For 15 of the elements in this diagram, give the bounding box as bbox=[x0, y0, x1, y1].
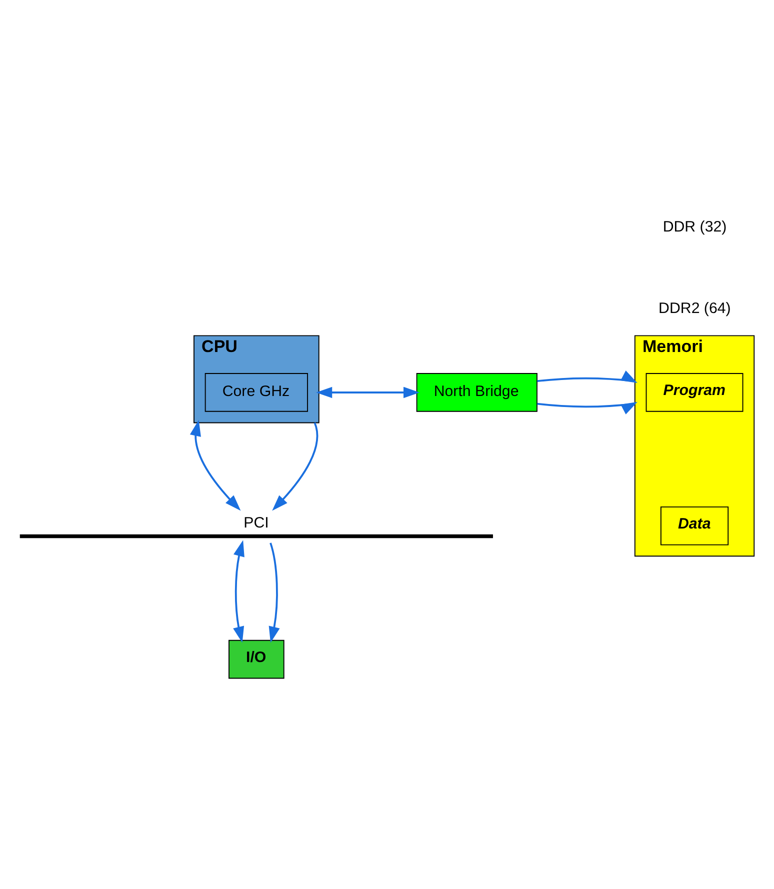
arrow bbox=[190, 420, 241, 511]
arrow bbox=[233, 540, 244, 643]
arrow bbox=[537, 402, 638, 414]
arrow bbox=[268, 542, 280, 643]
node-box: North Bridge bbox=[416, 373, 538, 412]
node-box: I/O bbox=[228, 640, 284, 679]
node-label: PCI bbox=[244, 514, 269, 532]
label: DDR2 (64) bbox=[658, 300, 731, 317]
node-box: Core GHz bbox=[204, 373, 308, 412]
node-box: Data bbox=[660, 506, 729, 546]
label: DDR (32) bbox=[662, 218, 727, 236]
arrow bbox=[272, 422, 318, 511]
node-bar bbox=[20, 534, 493, 538]
node-box: Program bbox=[646, 373, 744, 412]
arrow bbox=[537, 370, 638, 383]
